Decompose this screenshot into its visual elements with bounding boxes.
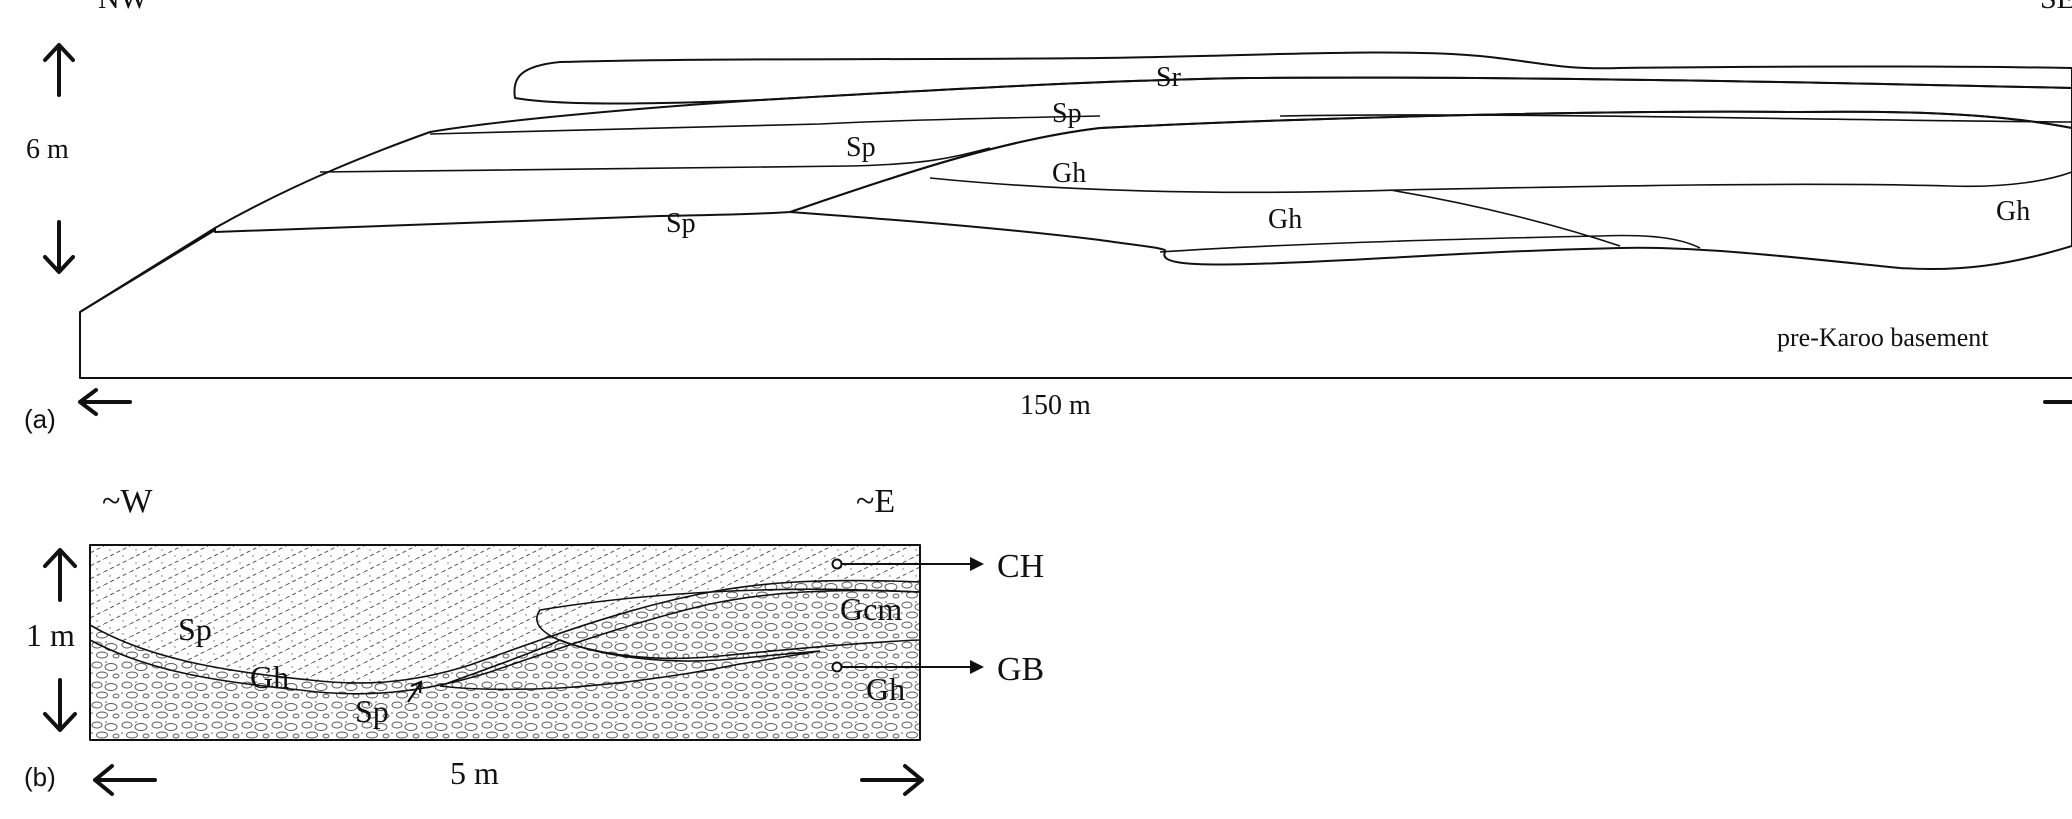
horizontal-scale-b-label: 5 m	[450, 755, 499, 791]
sample-point-ch	[831, 558, 843, 570]
sp-surface-1	[429, 115, 1101, 135]
unit-label-gh-base: Gh	[866, 671, 905, 707]
orientation-se: SE	[2040, 0, 2072, 15]
unit-label-sp-middle: Sp	[846, 132, 876, 163]
horizontal-scale-left-arrow	[78, 388, 132, 416]
gh-surface-2	[1159, 234, 1701, 253]
sample-arrowhead-gb	[970, 660, 984, 674]
unit-label-gh-middle: Gh	[1268, 204, 1302, 235]
panel-a-label: (a)	[24, 404, 56, 434]
vertical-scale-b-label: 1 m	[26, 617, 75, 653]
unit-label-sp-upper: Sp	[1052, 98, 1082, 129]
orientation-w: ~W	[102, 483, 153, 520]
sample-point-gb	[831, 661, 843, 673]
vertical-scale-up-arrow	[43, 43, 75, 97]
sp-unit-a	[214, 76, 2072, 233]
sp-lens-pointer-arrow	[407, 680, 423, 703]
sp-surface-3	[1279, 114, 2072, 123]
unit-label-gh-thin: Gh	[250, 659, 289, 695]
unit-label-sp-lens: Sp	[355, 693, 389, 729]
horizontal-scale-b-right-arrow	[860, 764, 924, 796]
panel-b-frame	[89, 544, 921, 741]
unit-label-sp-lower: Sp	[666, 208, 696, 239]
gh-unit-a	[789, 110, 2072, 271]
sp-top-unit	[90, 545, 920, 684]
orientation-e: ~E	[856, 483, 895, 520]
sample-arrowhead-ch	[970, 557, 984, 571]
gh-surface-3	[1389, 189, 1621, 247]
basement-label: pre-Karoo basement	[1777, 323, 1989, 352]
unit-label-sp-top: Sp	[178, 611, 212, 647]
sp-lens-unit	[439, 639, 821, 691]
unit-label-gh-right: Gh	[1996, 196, 2030, 227]
panel-b: ~W ~E 1 m 5 m (b) Sp Gh Sp Gcm Gh	[24, 483, 1044, 796]
gcm-unit	[536, 588, 921, 660]
basement-outline	[79, 227, 2072, 379]
panel-b-label: (b)	[24, 762, 56, 792]
sample-label-ch: CH	[997, 548, 1044, 585]
vertical-scale-b-down-arrow	[43, 678, 77, 732]
orientation-nw: NW	[98, 0, 149, 15]
sr-unit	[513, 51, 2072, 105]
vertical-scale-label: 6 m	[26, 134, 69, 165]
unit-label-sr: Sr	[1156, 62, 1182, 93]
basement-slope	[79, 229, 216, 313]
vertical-scale-down-arrow	[43, 220, 75, 274]
unit-label-gh-left: Gh	[1052, 158, 1086, 189]
sample-label-gb: GB	[997, 651, 1044, 688]
sp-surface-2	[319, 147, 991, 173]
gh-surface-1	[929, 171, 2072, 194]
unit-label-gcm: Gcm	[840, 591, 902, 627]
panel-a: NW SE 6 m 150 m (a) pre-Karoo basement S…	[24, 0, 2072, 434]
horizontal-scale-label: 150 m	[1020, 390, 1091, 421]
horizontal-scale-b-left-arrow	[93, 764, 157, 796]
vertical-scale-b-up-arrow	[43, 548, 77, 602]
